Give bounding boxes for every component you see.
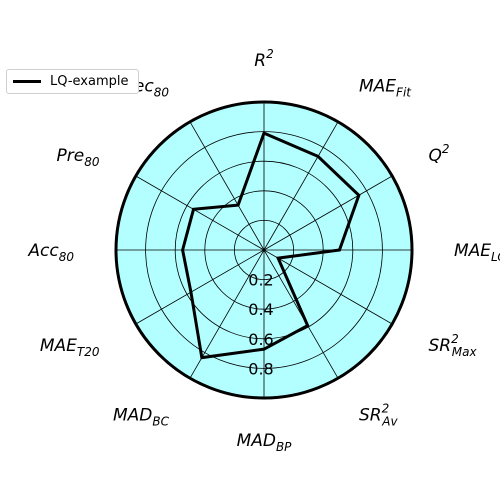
radial-tick-label: 0.4 <box>248 300 273 319</box>
axis-label: MAET20 <box>40 336 100 359</box>
axis-label: MAEFit <box>359 77 412 100</box>
axis-label: MAELOO <box>454 241 500 264</box>
axis-label: Acc80 <box>27 241 74 264</box>
legend-label: LQ-example <box>50 74 129 89</box>
grid-spoke-12 <box>189 121 265 251</box>
grid-spoke-2 <box>263 121 339 251</box>
legend-line-swatch <box>13 80 41 83</box>
grid-spoke-9 <box>135 249 265 325</box>
axis-label: MADBC <box>113 406 170 429</box>
axis-label: MADBP <box>237 431 293 454</box>
axis-label: Pre80 <box>57 146 100 169</box>
grid-spoke-5 <box>263 249 393 325</box>
axis-label: R2 <box>254 47 273 71</box>
radial-tick-label: 0.6 <box>248 330 273 349</box>
grid-spoke-11 <box>135 175 265 251</box>
legend: LQ-example <box>6 69 139 94</box>
radial-tick-label: 0.8 <box>248 359 273 378</box>
plot-outer-frame <box>114 100 414 400</box>
grid-spoke-3 <box>263 175 393 251</box>
axis-label: Q2 <box>429 142 450 166</box>
radial-tick-label: 0.2 <box>248 271 273 290</box>
series-polygon-1 <box>181 131 361 360</box>
